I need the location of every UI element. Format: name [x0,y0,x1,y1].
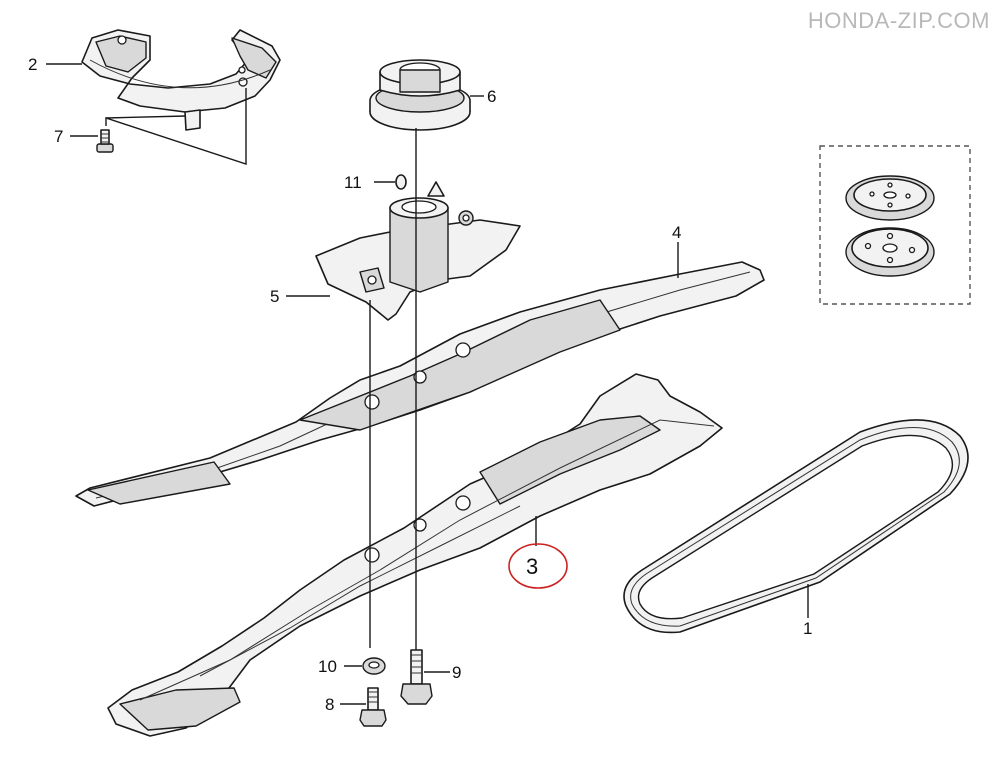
watermark: HONDA-ZIP.COM [807,8,990,33]
part-10-washer[interactable] [362,657,386,675]
callout-8[interactable]: 8 [325,695,334,714]
part-6-pulley[interactable] [369,59,471,131]
callout-3[interactable]: 3 [526,554,538,579]
callout-10[interactable]: 10 [318,657,337,676]
part-8-bolt[interactable] [359,687,387,727]
leader-7-bracket-b [105,115,187,119]
part-9-bolt[interactable] [400,649,433,705]
callout-1[interactable]: 1 [803,619,812,638]
leader-7-bracket [105,88,247,165]
inset-box [819,145,971,305]
callout-11[interactable]: 11 [344,173,362,192]
part-11-key[interactable] [395,174,407,190]
part-1-v-belt[interactable] [623,419,969,634]
part-7-bolt[interactable] [96,129,114,153]
inset-pulley-lower[interactable] [845,227,935,277]
callout-6[interactable]: 6 [487,87,496,106]
callout-4[interactable]: 4 [672,223,681,242]
part-5-blade-holder[interactable] [315,181,521,321]
callout-5[interactable]: 5 [270,287,279,306]
callout-3-highlight-ring [508,543,568,589]
part-2-housing-guard[interactable] [81,29,281,131]
callout-2[interactable]: 2 [28,55,37,74]
callout-7[interactable]: 7 [54,127,63,146]
part-3-lower-blade[interactable] [107,373,723,737]
part-4-upper-blade[interactable] [75,261,765,507]
inset-pulley-upper[interactable] [845,175,935,221]
callout-9[interactable]: 9 [452,663,461,682]
